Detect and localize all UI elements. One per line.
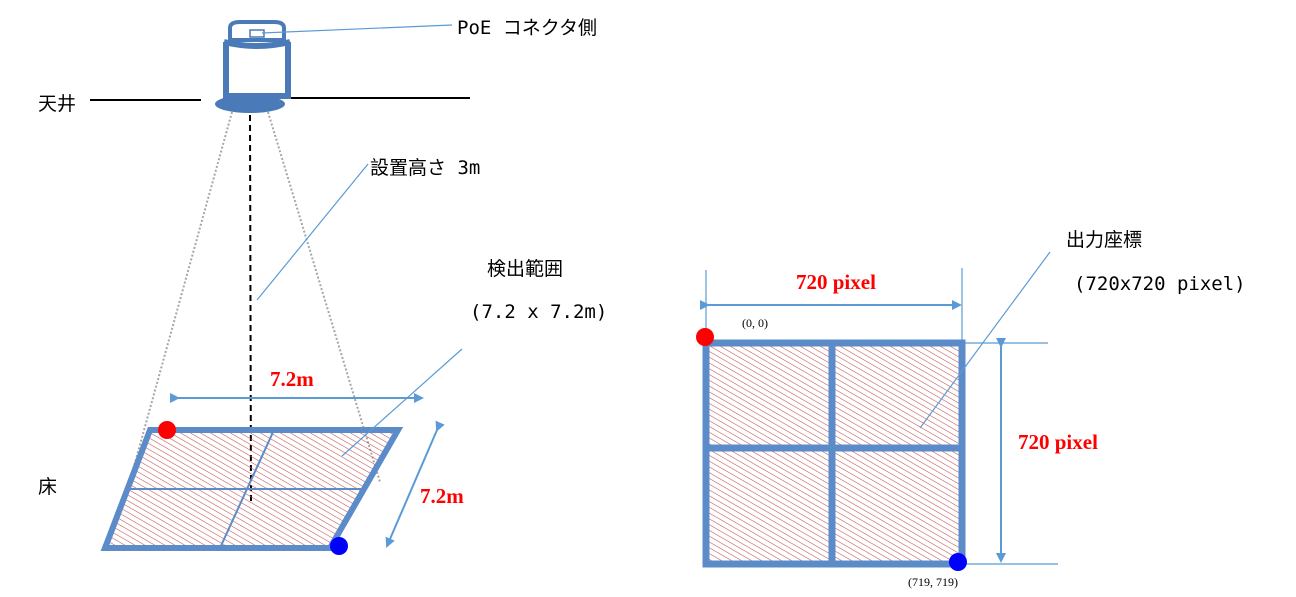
poe-connector-icon xyxy=(249,29,265,38)
height-leader-line xyxy=(256,163,369,301)
floor-origin-marker xyxy=(158,421,176,439)
end-coordinate-label: (719, 719) xyxy=(908,575,958,589)
poe-connector-label: PoE コネクタ側 xyxy=(457,17,597,39)
sensor-body xyxy=(223,42,291,99)
floor-label: 床 xyxy=(38,476,57,498)
fov-line-right xyxy=(267,111,381,483)
floor-depth-label: 7.2m xyxy=(420,484,464,508)
floor-depth-arrow xyxy=(385,420,445,548)
output-grid xyxy=(702,339,966,568)
grid-width-label: 720 pixel xyxy=(796,270,876,294)
sensor-device xyxy=(215,20,291,113)
output-coordinates-size-label: (720x720 pixel) xyxy=(1074,273,1246,295)
detection-range-size-label: (7.2 x 7.2m) xyxy=(470,301,607,323)
detection-leader-line xyxy=(341,348,463,457)
grid-origin-marker xyxy=(696,328,714,346)
install-height-label: 設置高さ 3m xyxy=(370,157,480,179)
poe-leader-line xyxy=(261,24,453,34)
grid-height-label: 720 pixel xyxy=(1018,430,1098,454)
sensor-flange xyxy=(215,95,285,113)
output-coordinates-label: 出力座標 xyxy=(1066,229,1142,251)
output-leader-line xyxy=(919,251,1051,429)
ceiling-label: 天井 xyxy=(38,93,76,115)
floor-end-marker xyxy=(330,537,348,555)
grid-end-marker xyxy=(949,553,967,571)
floor-detection-area xyxy=(100,427,404,551)
fov-line-left xyxy=(127,111,233,489)
floor-width-label: 7.2m xyxy=(270,367,314,391)
detection-range-label: 検出範囲 xyxy=(487,258,563,280)
origin-coordinate-label: (0, 0) xyxy=(742,316,768,330)
